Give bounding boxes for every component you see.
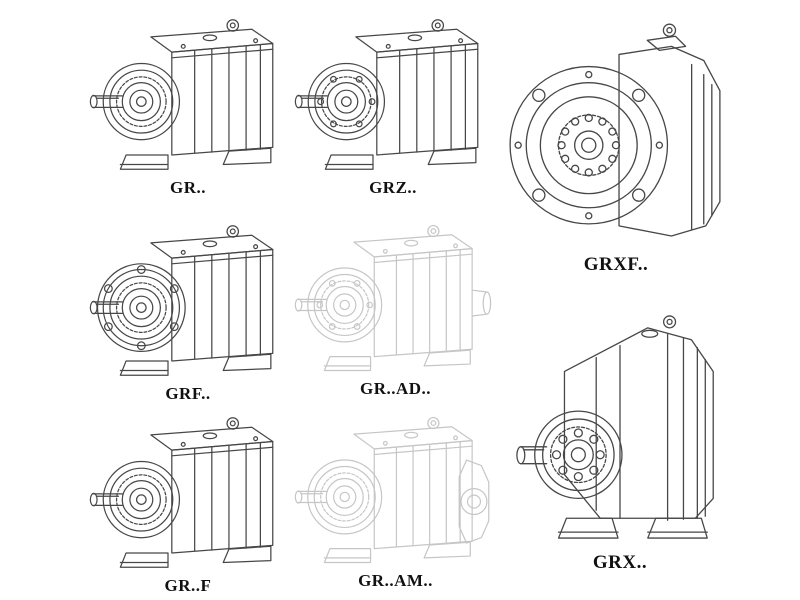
model-label-gr-f: GR..F — [164, 576, 212, 595]
model-label-gr-am: GR..AM.. — [358, 571, 433, 591]
gearbox-drawing-gr — [89, 19, 274, 170]
model-label-gr: GR.. — [170, 178, 206, 197]
gearbox-drawing-grf — [88, 220, 288, 380]
gearbox-drawing-grx — [516, 315, 714, 539]
gearbox-drawing-grxf — [509, 23, 721, 237]
figure-grf: GRF.. — [88, 220, 288, 404]
figure-grxf: GRXF.. — [500, 4, 732, 276]
figure-grx: GRX.. — [500, 308, 740, 574]
figure-grz: GRZ.. — [293, 14, 493, 198]
figure-gr: GR.. — [88, 14, 288, 198]
figure-gr-ad: GR..AD.. — [293, 220, 498, 399]
gearbox-drawing-grz — [293, 14, 493, 174]
model-label-grf: GRF.. — [165, 384, 211, 403]
model-label-grx: GRX.. — [592, 551, 648, 573]
model-label-grz: GRZ.. — [369, 178, 417, 197]
figure-gr-f: GR..F — [88, 412, 288, 596]
gearbox-drawing-gr-am — [293, 412, 498, 567]
model-label-grxf: GRXF.. — [583, 254, 649, 276]
gearbox-drawing-gr-f — [89, 417, 274, 568]
gearbox-drawing-gr-ad — [293, 220, 498, 375]
figure-gr-am: GR..AM.. — [293, 412, 498, 591]
model-label-gr-ad: GR..AD.. — [359, 379, 432, 399]
